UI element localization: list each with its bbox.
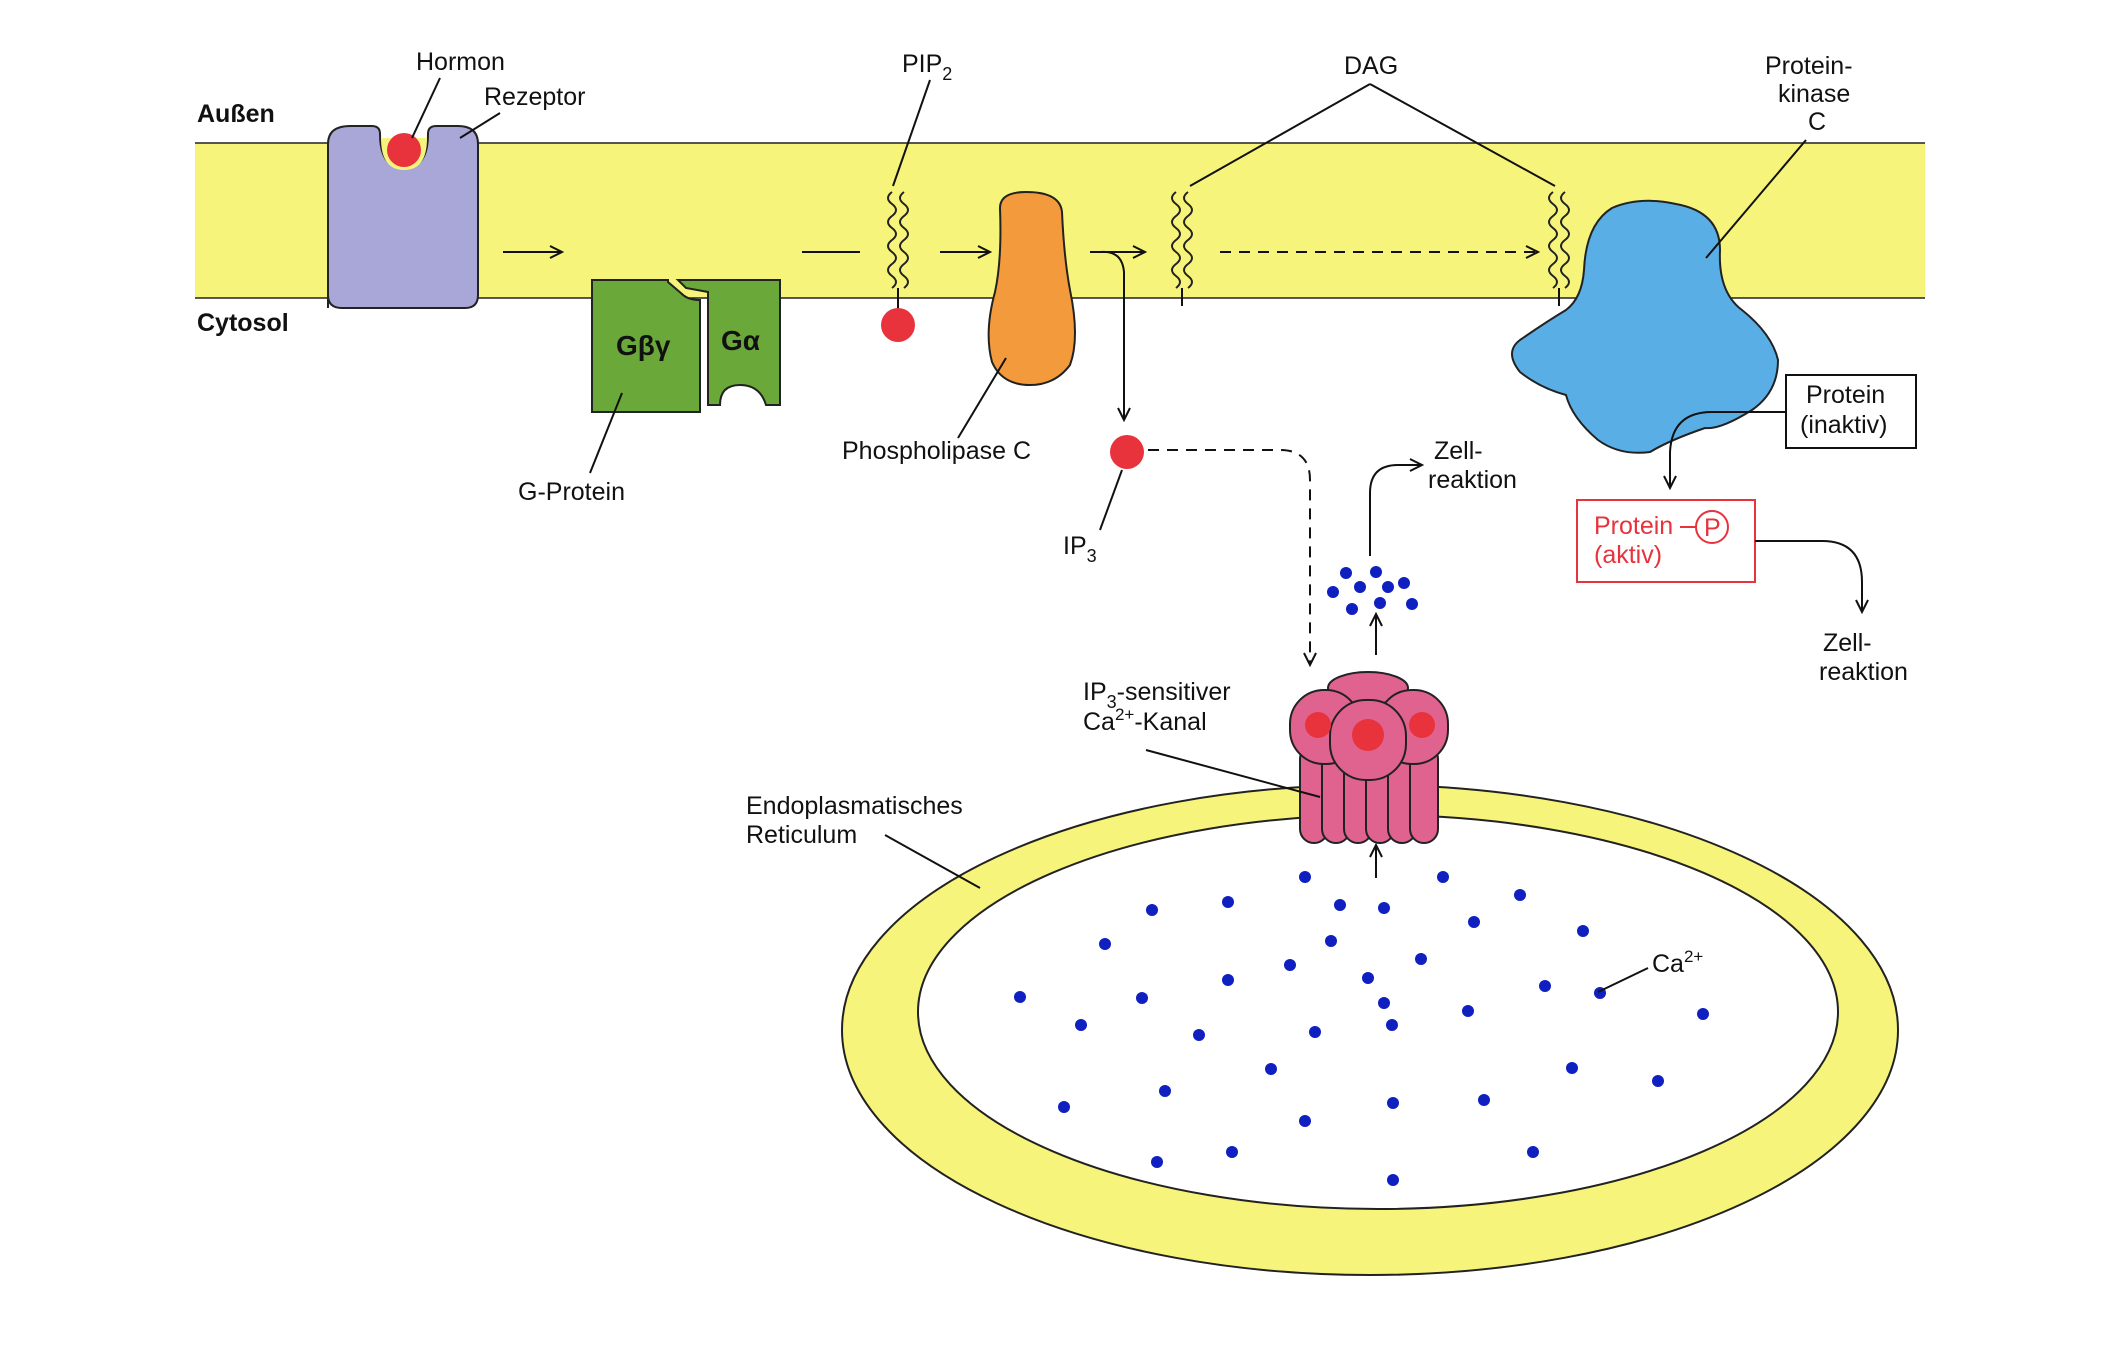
label-protein-active-2: (aktiv) (1594, 541, 1662, 569)
label-protein-active-1: Protein (1594, 512, 1673, 540)
label-pkc-line1: Protein- (1765, 52, 1853, 80)
label-channel-line2: Ca2+-Kanal (1083, 705, 1207, 736)
label-er-line2: Reticulum (746, 821, 857, 849)
label-phospholipase-c: Phospholipase C (842, 437, 1031, 465)
protein-active-box (1576, 499, 1756, 583)
label-g-protein: G-Protein (518, 478, 625, 506)
label-protein-inactive-2: (inaktiv) (1800, 411, 1888, 439)
phosphate-group (1695, 510, 1729, 544)
receptor (327, 125, 479, 309)
ip3-head-group (881, 308, 915, 342)
bound-ip3 (1352, 719, 1384, 751)
er-calcium-ions (1014, 871, 1709, 1186)
label-g-beta-gamma: Gβγ (616, 330, 671, 361)
pip2-lipid (881, 191, 915, 342)
label-pkc-line2: kinase (1778, 80, 1850, 108)
label-ip3: IP3 (1063, 532, 1097, 566)
label-outside: Außen (197, 100, 275, 128)
label-er-line1: Endoplasmatisches (746, 792, 963, 820)
cytosolic-calcium-ions (1327, 566, 1418, 615)
label-phosphate: P (1704, 514, 1721, 542)
label-cytosol: Cytosol (197, 309, 289, 337)
label-pkc-line3: C (1808, 108, 1826, 136)
label-g-alpha: Gα (721, 325, 760, 356)
label-dag: DAG (1344, 52, 1398, 80)
label-pip2: PIP2 (902, 50, 952, 84)
dag-lipid-right (1548, 191, 1570, 306)
label-cell-reaction-2-line2: reaktion (1819, 658, 1908, 686)
label-calcium: Ca2+ (1652, 947, 1703, 978)
label-protein-inactive-1: Protein (1806, 381, 1885, 409)
g-alpha-subunit (675, 279, 781, 406)
label-cell-reaction-1-line2: reaktion (1428, 466, 1517, 494)
hormone (387, 133, 421, 167)
g-beta-gamma-subunit (591, 279, 701, 413)
label-hormone: Hormon (416, 48, 505, 76)
label-receptor: Rezeptor (484, 83, 585, 111)
dag-lipid-left (1171, 191, 1193, 306)
ip3-sensitive-calcium-channel (1289, 671, 1449, 844)
phospholipase-c (987, 190, 1076, 387)
ip3-messenger (1110, 435, 1144, 469)
protein-kinase-c (1511, 199, 1780, 454)
label-channel-line1: IP3-sensitiver (1083, 678, 1231, 712)
label-cell-reaction-2-line1: Zell- (1823, 629, 1872, 657)
label-cell-reaction-1-line1: Zell- (1434, 437, 1483, 465)
